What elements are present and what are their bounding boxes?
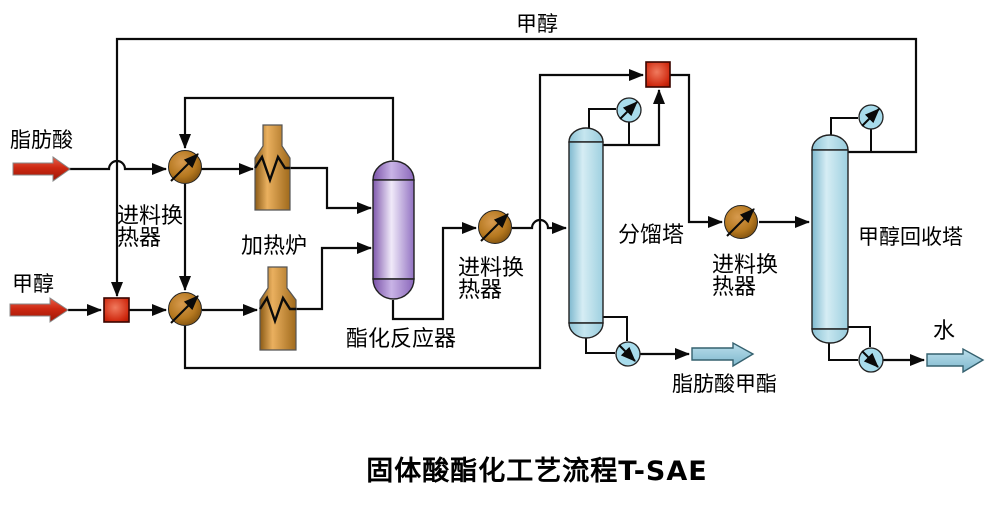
furnace1-to-reactor-line <box>290 166 372 214</box>
furnace-label: 加热炉 <box>241 234 307 259</box>
exch4-flow-arrow <box>726 208 755 237</box>
methanol-recovery-column <box>811 134 849 344</box>
recovery-column-label: 甲醇回收塔 <box>858 225 963 249</box>
feed-heat-exchanger-3 <box>478 210 512 244</box>
feed-heat-exchanger-2 <box>168 292 202 326</box>
feed-hx1-label-line1: 进料换 <box>117 204 183 229</box>
feed-heat-exchanger-1 <box>168 150 202 184</box>
fractionator-overhead-line-a <box>588 108 616 128</box>
recovery-bottoms-line <box>828 342 858 361</box>
exch2-flow-arrow <box>170 295 199 324</box>
feed-hx3-label-line2: 热器 <box>712 275 756 300</box>
methanol-recycle-label: 甲醇 <box>516 12 558 36</box>
recovery-condenser <box>858 104 884 130</box>
fatty-acid-feed-arrow <box>12 156 71 182</box>
cooler1-flow-arrow <box>618 344 636 362</box>
exch3-flow-arrow <box>480 213 509 242</box>
esterification-reactor <box>372 160 415 300</box>
feed-hx1-label-line2: 热器 <box>117 226 161 251</box>
furnace-2 <box>258 266 297 351</box>
reactor-vapor-loop-line <box>179 96 395 160</box>
fractionator-bottoms-line <box>585 338 615 354</box>
furnace-1 <box>253 124 291 211</box>
methanol-mixer <box>103 297 130 323</box>
fatty-acid-feed-line <box>68 159 167 175</box>
feed-heat-exchanger-4 <box>724 205 758 239</box>
feed-hx2-label-line2: 热器 <box>458 278 502 303</box>
overhead-mixer <box>645 61 671 88</box>
furnace-2-coil <box>258 295 296 325</box>
methanol-recycle-line <box>111 37 918 297</box>
methanol-feed-label: 甲醇 <box>12 272 54 296</box>
feed-hx2-label-line1: 进料换 <box>458 256 524 281</box>
exch3-to-fractionator-line <box>512 218 567 234</box>
condenser2-flow-arrow <box>861 108 880 127</box>
fame-product-cooler <box>615 341 641 367</box>
fatty-acid-feed-label: 脂肪酸 <box>10 128 73 152</box>
fractionator-side-line <box>603 316 628 341</box>
fractionator-label: 分馏塔 <box>618 223 684 248</box>
methanol-feed-arrow <box>9 297 69 323</box>
furnace-1-coil <box>253 154 290 184</box>
mixer2-to-exch4-line <box>670 73 723 228</box>
recovery-overhead-line-a <box>830 117 858 135</box>
fractionator-condenser <box>616 97 642 123</box>
fame-product-label: 脂肪酸甲酯 <box>672 372 777 396</box>
reactor-label: 酯化反应器 <box>346 327 456 352</box>
reactor-bottoms-line <box>391 222 477 321</box>
water-product-arrow <box>926 347 985 374</box>
fractionation-column <box>568 127 604 339</box>
exch1-flow-arrow <box>170 153 199 182</box>
fame-product-arrow <box>691 341 755 368</box>
hot-stream-to-mixer2-line <box>183 69 644 370</box>
diagram-title: 固体酸酯化工艺流程T-SAE <box>366 456 707 487</box>
furnace2-to-reactor-line <box>296 242 372 311</box>
fractionator-overhead-to-mixer2-line <box>603 89 665 147</box>
cooler2-flow-arrow <box>861 350 879 368</box>
recovery-side-line <box>848 326 871 347</box>
condenser1-flow-arrow <box>619 101 638 120</box>
feed-hx3-label-line1: 进料换 <box>712 253 778 278</box>
water-product-label: 水 <box>933 319 955 344</box>
water-product-cooler <box>858 347 884 373</box>
